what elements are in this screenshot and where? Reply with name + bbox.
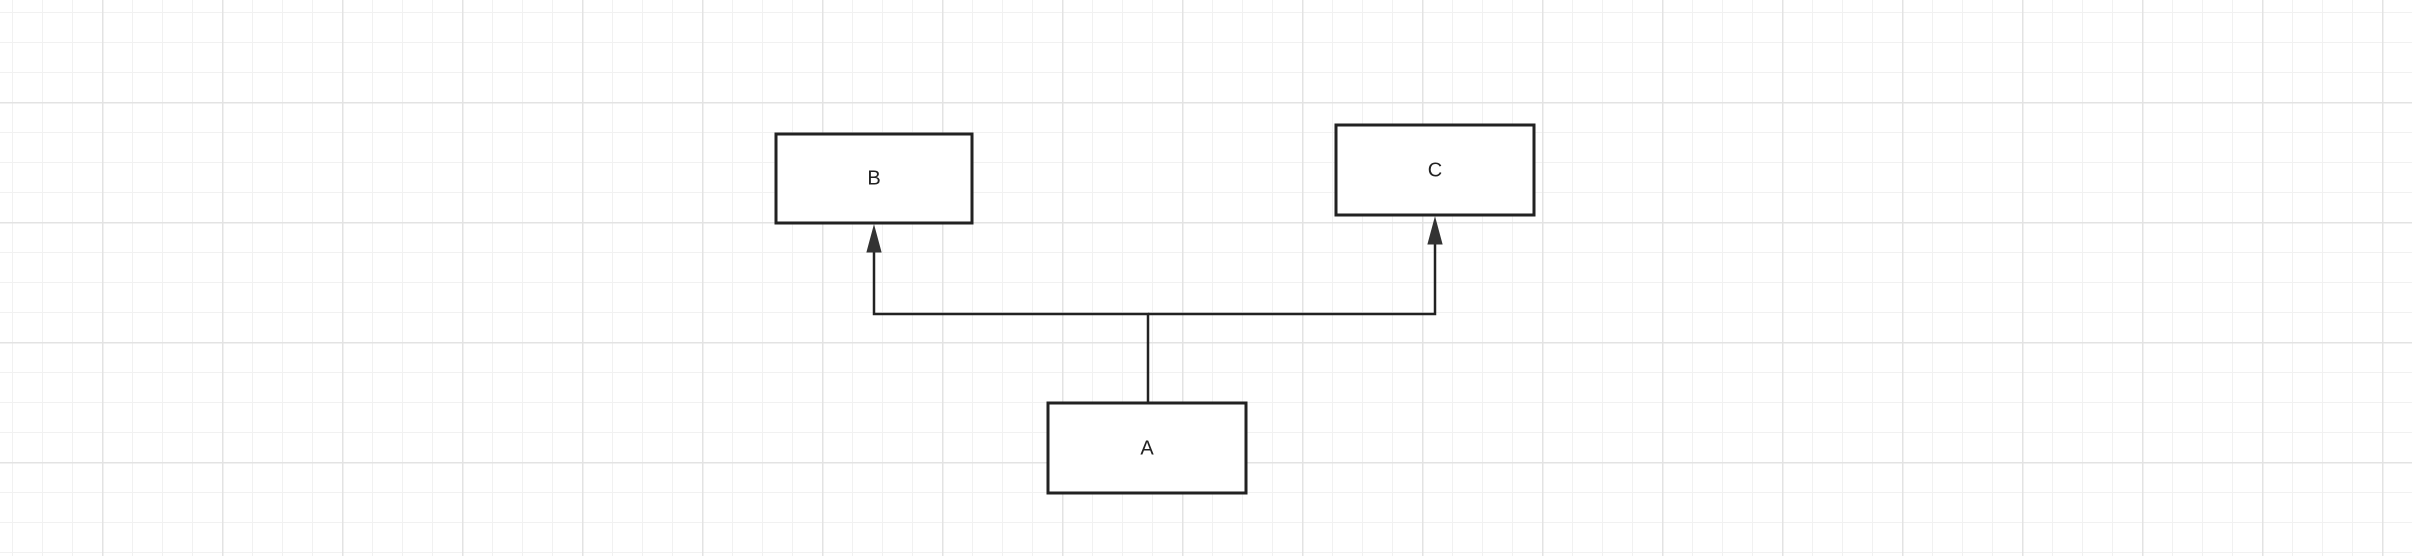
- edge-a-to-b-arrowhead: [866, 224, 882, 253]
- node-b-box: [774, 132, 974, 225]
- edge-a-to-c-line: [1148, 238, 1437, 316]
- node-c-label: C: [1428, 159, 1442, 181]
- node-c-box: [1334, 123, 1536, 217]
- edge-a-to-c[interactable]: [1148, 216, 1443, 316]
- node-a-box: [1046, 401, 1248, 495]
- edge-a-to-c-arrowhead: [1427, 216, 1443, 245]
- edge-a-to-b[interactable]: [866, 224, 1150, 402]
- node-c[interactable]: C: [1334, 123, 1536, 217]
- edge-a-to-b-line: [872, 246, 1150, 402]
- node-b-label: B: [867, 167, 880, 189]
- node-a-label: A: [1140, 437, 1154, 459]
- node-b[interactable]: B: [774, 132, 974, 225]
- node-a[interactable]: A: [1046, 401, 1248, 495]
